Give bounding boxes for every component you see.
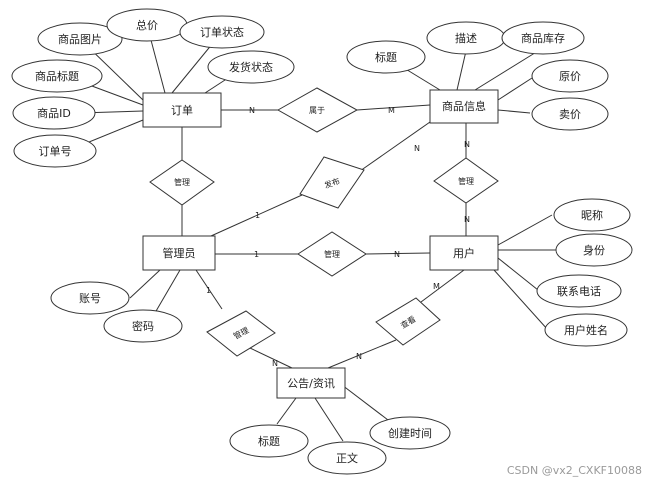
relation-admin-notice: 管理 (206, 310, 276, 357)
entity-product: 商品信息 (429, 89, 499, 124)
attr-user-name: 用户姓名 (564, 323, 608, 337)
card-admin-manage-user: 1 (254, 250, 259, 259)
attr-order-shipping: 发货状态 (229, 60, 273, 74)
relation-admin-product-label: 管理 (458, 176, 474, 186)
relation-admin-order: 管理 (149, 159, 215, 206)
card-publish-product: N (414, 144, 420, 153)
attr-product-desc: 描述 (455, 31, 477, 45)
entity-user: 用户 (429, 235, 499, 271)
card-product-admin: N (464, 140, 470, 149)
relation-belongs: 属于 (276, 87, 359, 133)
entity-order-label: 订单 (171, 104, 193, 117)
attr-user-nickname: 昵称 (581, 208, 603, 222)
attributes-admin: 账号 密码 (50, 281, 183, 343)
attr-user-identity: 身份 (583, 243, 605, 257)
entity-notice-label: 公告/资讯 (287, 377, 335, 390)
attr-admin-password: 密码 (132, 319, 154, 333)
attr-product-title: 标题 (375, 50, 397, 64)
attr-order-number: 订单号 (39, 145, 72, 158)
entity-admin-label: 管理员 (163, 246, 196, 260)
attr-order-image: 商品图片 (58, 32, 102, 46)
relation-belongs-label: 属于 (309, 106, 325, 115)
attributes-user: 昵称 身份 联系电话 用户姓名 (536, 198, 633, 347)
attr-order-total: 总价 (136, 18, 158, 32)
watermark-text: CSDN @vx2_CXKF10088 (506, 464, 642, 477)
card-user-view: M (433, 282, 440, 291)
attr-product-stock: 商品库存 (521, 31, 565, 45)
card-user-admin: N (464, 215, 470, 224)
attr-product-original-price: 原价 (559, 70, 581, 83)
relation-admin-product: 管理 (433, 157, 499, 204)
entity-user-label: 用户 (453, 246, 475, 260)
attr-notice-title: 标题 (258, 434, 280, 448)
card-user-manage-side: N (394, 250, 400, 259)
relation-publish: 发布 (299, 156, 365, 209)
attr-admin-account: 账号 (79, 292, 101, 305)
entity-product-label: 商品信息 (442, 99, 486, 113)
card-notice-view-side: N (356, 352, 362, 361)
entity-admin: 管理员 (142, 235, 216, 271)
entity-notice: 公告/资讯 (276, 367, 346, 399)
card-admin-publish: 1 (255, 211, 260, 220)
relation-admin-user-label: 管理 (324, 249, 340, 259)
attr-order-title: 商品标题 (35, 69, 79, 83)
card-notice-admin-side: N (272, 359, 278, 368)
relation-view: 查看 (375, 297, 441, 346)
relation-admin-order-label: 管理 (174, 177, 190, 187)
attr-notice-created: 创建时间 (388, 426, 432, 440)
attr-user-phone: 联系电话 (557, 285, 601, 298)
attr-notice-body: 正文 (336, 451, 358, 465)
card-product-belongs: M (388, 106, 395, 115)
attributes-product: 标题 描述 商品库存 原价 卖价 (346, 21, 609, 131)
attr-order-status: 订单状态 (200, 25, 244, 39)
attributes-notice: 标题 正文 创建时间 (229, 416, 451, 475)
attr-order-product-id: 商品ID (37, 106, 71, 120)
entity-order: 订单 (142, 92, 222, 128)
attr-product-sale-price: 卖价 (559, 108, 581, 121)
relation-admin-user: 管理 (297, 231, 367, 277)
card-admin-notice: 1 (206, 286, 211, 295)
edges (64, 24, 556, 442)
card-order-belongs: N (249, 106, 255, 115)
cardinality-labels: N M N 1 N N 1 N 1 N M N (206, 106, 470, 368)
attributes-order: 商品图片 总价 订单状态 商品标题 发货状态 商品ID 订单号 (11, 8, 295, 168)
